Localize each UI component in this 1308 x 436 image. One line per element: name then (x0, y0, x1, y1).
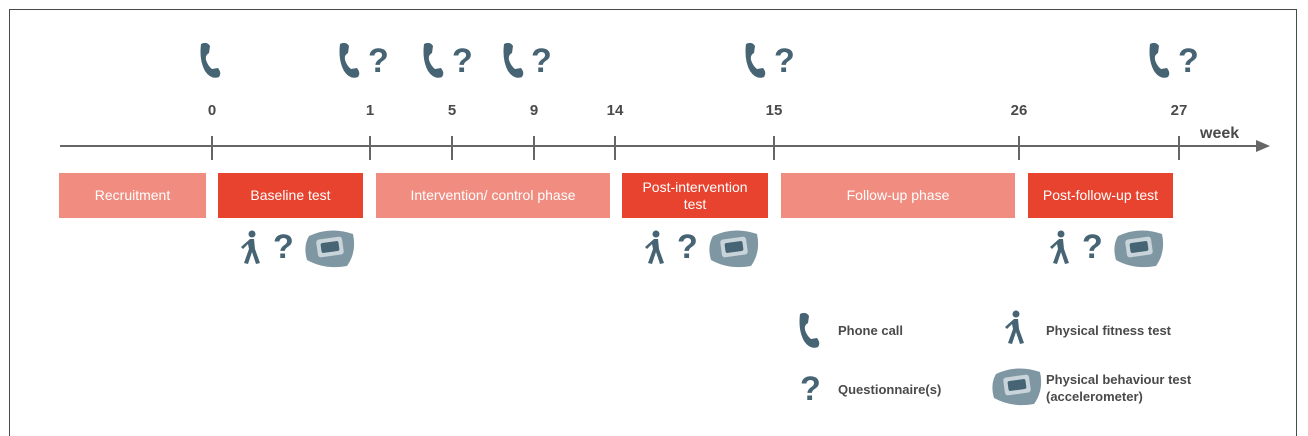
phone-icon (1149, 42, 1170, 78)
accelerometer-icon (709, 230, 759, 268)
week-label: 9 (529, 102, 539, 119)
legend-behaviour-label: Physical behaviour test (accelerometer) (1046, 372, 1192, 404)
questionnaire-icon: ? (452, 42, 473, 80)
legend-walking-person-icon (1005, 310, 1024, 344)
week-label: 14 (606, 102, 624, 119)
walking-person-icon (1050, 230, 1069, 264)
phone-icon (503, 42, 524, 78)
walking-person-icon (241, 230, 260, 264)
legend-questionnaire-label: Questionnaire(s) (838, 382, 942, 397)
walking-person-icon (645, 230, 664, 264)
phase-post-intervention-test: Post-intervention test (622, 173, 768, 218)
week-label: 26 (1010, 102, 1028, 119)
axis-unit-label: week (1200, 125, 1240, 142)
week-label: 15 (765, 102, 783, 119)
phase-recruitment: Recruitment (59, 173, 206, 218)
legend-questionnaire-icon: ? (800, 370, 821, 408)
phase-baseline-test: Baseline test (218, 173, 363, 218)
questionnaire-icon: ? (774, 42, 795, 80)
week-label: 5 (447, 102, 457, 119)
phone-icon (423, 42, 444, 78)
phone-icon (339, 42, 360, 78)
questionnaire-icon: ? (368, 42, 389, 80)
legend-fitness-label: Physical fitness test (1046, 323, 1171, 338)
figure-frame (9, 9, 1297, 436)
accelerometer-icon (1114, 230, 1164, 268)
questionnaire-icon: ? (273, 228, 294, 266)
phase-follow-up: Follow-up phase (781, 173, 1015, 218)
legend-accelerometer-icon (992, 368, 1042, 406)
accelerometer-icon (305, 230, 355, 268)
questionnaire-icon: ? (531, 42, 552, 80)
week-label: 1 (365, 102, 375, 119)
phone-icon (200, 42, 221, 78)
phase-post-follow-up-test: Post-follow-up test (1028, 173, 1173, 218)
week-label: 27 (1170, 102, 1188, 119)
week-label: 0 (207, 102, 217, 119)
phone-icon (745, 42, 766, 78)
questionnaire-icon: ? (1178, 42, 1199, 80)
phase-intervention-control: Intervention/ control phase (376, 173, 610, 218)
legend-phone-icon (799, 312, 820, 348)
questionnaire-icon: ? (1082, 228, 1103, 266)
questionnaire-icon: ? (677, 228, 698, 266)
legend-phone-label: Phone call (838, 323, 904, 338)
